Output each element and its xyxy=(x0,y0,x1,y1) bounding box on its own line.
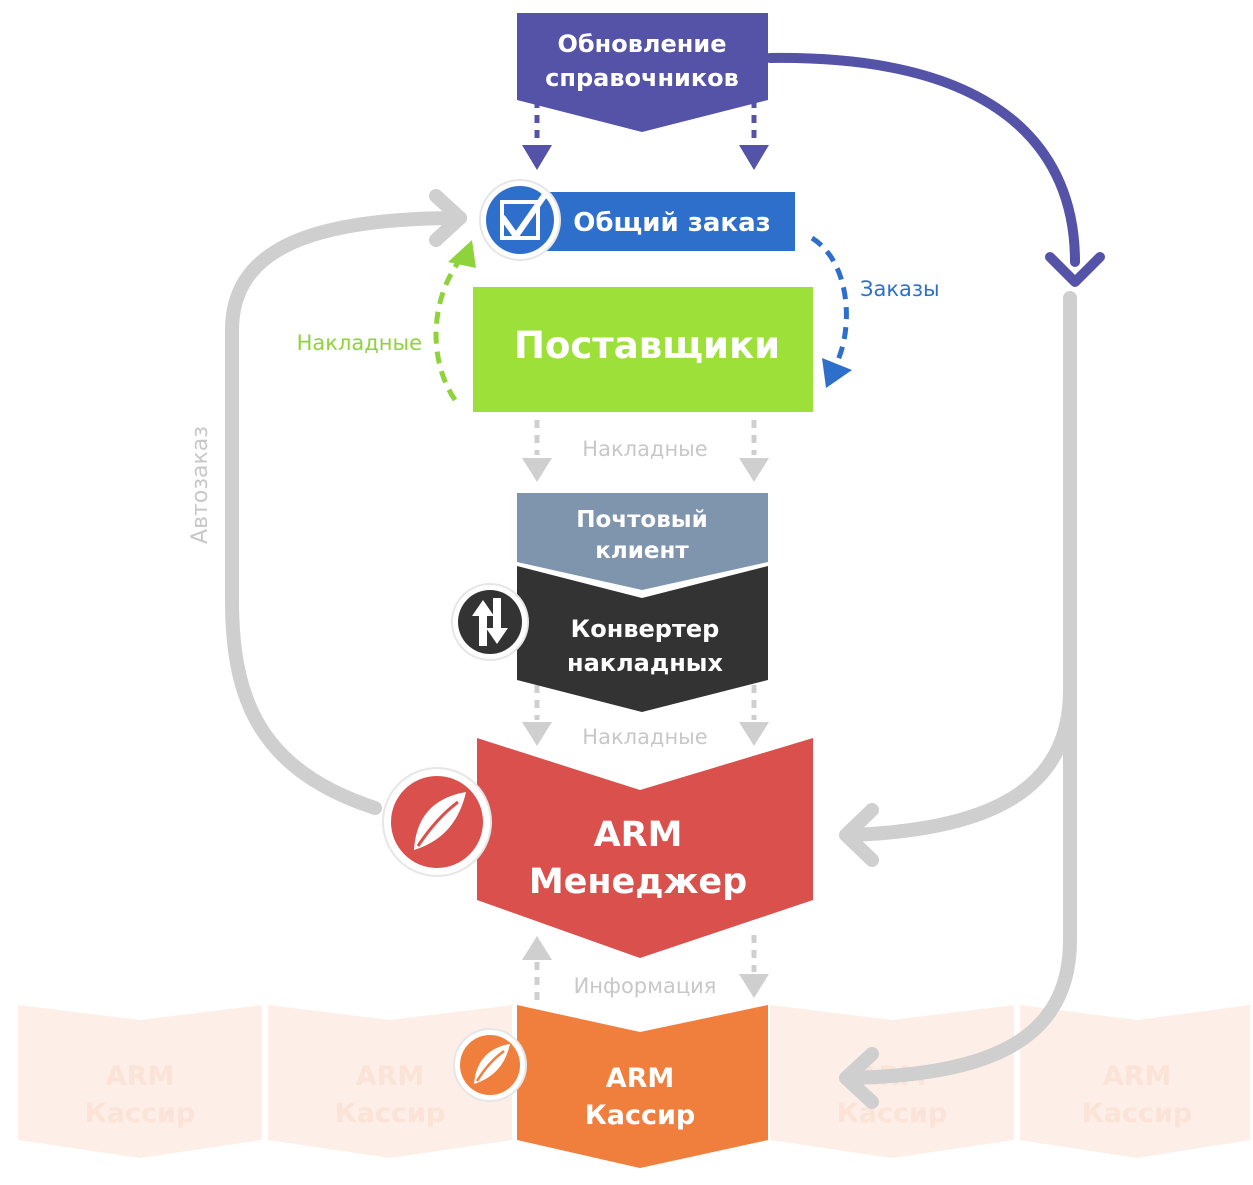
faded-cashier-line2: Кассир xyxy=(837,1098,948,1129)
invoice-converter-line2: накладных xyxy=(567,649,724,677)
arm-cashier-node: ARM Кассир xyxy=(517,1005,768,1168)
mail-client-node: Почтовый клиент xyxy=(517,493,768,590)
suppliers-label: Поставщики xyxy=(514,324,780,367)
update-flow-arrow xyxy=(765,52,1080,267)
invoices-1-arrows xyxy=(522,420,769,482)
faded-cashier-2: ARM Кассир xyxy=(268,1005,512,1158)
arm-manager-line1: ARM xyxy=(594,815,683,855)
gray-cashier-arrowhead xyxy=(839,1047,879,1109)
gray-cashier-branch-arrow xyxy=(843,683,1077,1085)
update-dashed-arrows xyxy=(522,100,769,170)
gray-manager-arrowhead xyxy=(839,803,879,867)
information-label: Информация xyxy=(574,974,717,998)
invoices-green-arrow xyxy=(433,258,463,402)
arm-cashier-line2: Кассир xyxy=(585,1100,696,1131)
update-flow-arrowhead xyxy=(1045,252,1105,287)
transfer-arrows-icon xyxy=(451,583,529,661)
gray-right-column-arrow xyxy=(843,291,1077,842)
invoices-green-arrowhead xyxy=(448,240,476,268)
invoice-converter-node: Конвертер накладных xyxy=(517,566,768,712)
invoices-1-label: Накладные xyxy=(582,437,707,461)
general-order-node: Общий заказ xyxy=(512,192,795,251)
faded-cashier-line2: Кассир xyxy=(85,1098,196,1129)
faded-cashier-1: ARM Кассир xyxy=(18,1005,262,1158)
autoorder-label: Автозаказ xyxy=(188,426,213,544)
faded-cashier-line2: Кассир xyxy=(335,1098,446,1129)
faded-cashier-line1: ARM xyxy=(356,1061,425,1092)
faded-cashier-line2: Кассир xyxy=(1082,1098,1193,1129)
arm-cashier-line1: ARM xyxy=(606,1063,675,1094)
checkbox-icon xyxy=(479,179,561,261)
arm-leaf-icon xyxy=(382,767,492,877)
orders-arrowhead xyxy=(822,358,852,388)
directory-update-line2: справочников xyxy=(545,64,739,92)
orders-arrow xyxy=(810,235,849,361)
autoorder-arrow xyxy=(225,211,467,815)
directory-update-line1: Обновление xyxy=(558,30,727,58)
suppliers-node: Поставщики xyxy=(473,287,813,412)
faded-cashier-4: ARM Кассир xyxy=(1020,1005,1250,1158)
mail-client-line1: Почтовый xyxy=(576,507,707,533)
arm-manager-line2: Менеджер xyxy=(529,862,747,902)
information-arrows xyxy=(522,935,769,1000)
invoices-2-label: Накладные xyxy=(582,725,707,749)
invoices-green-label: Накладные xyxy=(297,331,422,355)
mail-client-line2: клиент xyxy=(595,538,689,564)
arm-manager-node: ARM Менеджер xyxy=(477,738,813,958)
faded-cashier-line1: ARM xyxy=(1103,1061,1172,1092)
general-order-label: Общий заказ xyxy=(573,208,770,238)
orders-label: Заказы xyxy=(860,277,940,301)
invoice-converter-line1: Конвертер xyxy=(571,615,720,643)
directory-update-node: Обновление справочников xyxy=(517,13,768,132)
faded-cashier-line1: ARM xyxy=(106,1061,175,1092)
autoorder-arrowhead xyxy=(429,189,467,247)
faded-cashiers: ARM Кассир ARM Кассир ARM Кассир ARM Кас… xyxy=(18,1005,1250,1158)
invoices-2-arrows xyxy=(522,685,769,746)
arm-leaf-small-icon xyxy=(453,1028,527,1102)
